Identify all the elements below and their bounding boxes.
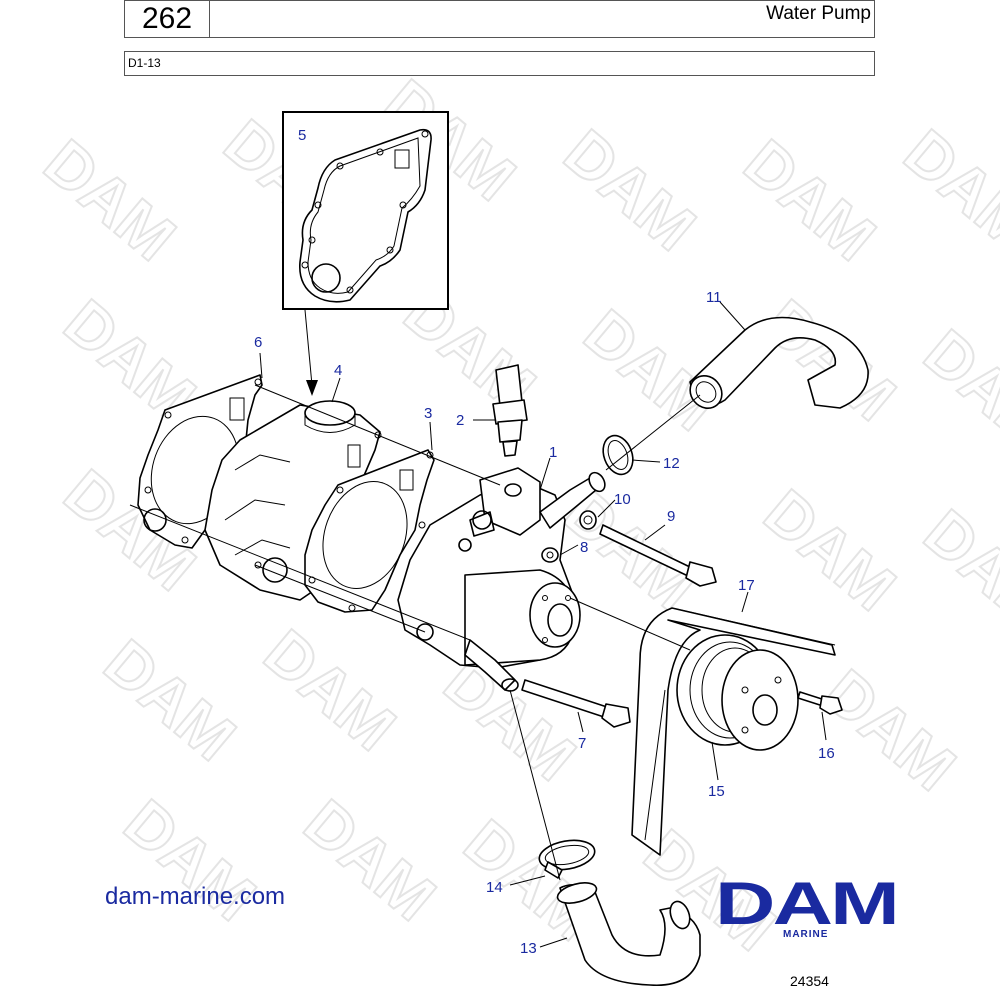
callout-2: 2 xyxy=(456,412,464,429)
fasteners xyxy=(521,510,717,728)
drawing-number: 24354 xyxy=(790,973,829,989)
watermark-text: DAM xyxy=(91,626,249,775)
watermark-text: DAM xyxy=(551,116,709,265)
watermark-text: DAM xyxy=(431,646,589,795)
model-box: D1-13 xyxy=(124,51,875,76)
watermark-text: DAM xyxy=(911,316,1000,465)
pulley-bolt xyxy=(797,691,843,715)
watermark-text: DAM xyxy=(751,476,909,625)
callout-14: 14 xyxy=(486,879,503,896)
watermark-text: DAM xyxy=(111,786,269,935)
model-code: D1-13 xyxy=(128,56,161,70)
callout-6: 6 xyxy=(254,334,262,351)
upper-hose xyxy=(689,316,869,410)
brand-logo: DAM xyxy=(715,870,899,942)
logo-subtext: MARINE xyxy=(783,929,829,940)
lower-hose xyxy=(556,882,701,987)
watermark-text: DAM xyxy=(891,116,1000,265)
callout-5: 5 xyxy=(298,127,306,144)
pump-body xyxy=(397,467,606,692)
watermark-text: DAM xyxy=(31,126,189,275)
title-box: Water Pump xyxy=(209,0,875,38)
assembly-lines xyxy=(129,384,701,881)
page-title: Water Pump xyxy=(766,3,871,24)
callout-leaders xyxy=(259,301,827,948)
watermark-text: DAM xyxy=(731,126,889,275)
page-number-box: 262 xyxy=(124,0,210,38)
drive-belt xyxy=(631,607,836,856)
gasket-middle xyxy=(304,449,435,613)
logo-text: DAM xyxy=(715,872,897,937)
callout-13: 13 xyxy=(520,940,537,957)
callout-17: 17 xyxy=(738,577,755,594)
temperature-sender xyxy=(492,364,528,457)
callout-16: 16 xyxy=(818,745,835,762)
callout-9: 9 xyxy=(667,508,675,525)
website-link[interactable]: dam-marine.com xyxy=(105,883,286,910)
gasket-inset xyxy=(282,111,449,310)
watermark-text: DAM xyxy=(911,496,1000,645)
watermark-text: DAM xyxy=(751,286,909,435)
callout-3: 3 xyxy=(424,405,432,422)
logo-svg: DAM xyxy=(715,870,899,937)
watermark-text: DAM xyxy=(811,656,969,805)
hose-clamp-lower xyxy=(538,839,596,879)
pulley xyxy=(676,634,799,751)
page-number: 262 xyxy=(141,2,193,35)
callout-4: 4 xyxy=(334,362,342,379)
callout-12: 12 xyxy=(663,455,680,472)
callout-10: 10 xyxy=(614,491,631,508)
hose-clamp-upper xyxy=(602,434,634,476)
callout-8: 8 xyxy=(580,539,588,556)
watermark-text: DAM xyxy=(291,786,449,935)
callout-15: 15 xyxy=(708,783,725,800)
callout-1: 1 xyxy=(549,444,557,461)
callout-11: 11 xyxy=(706,289,722,306)
watermark-text: DAM xyxy=(251,616,409,765)
callout-labels: 1 2 3 4 5 6 7 8 9 10 11 12 13 14 15 16 1… xyxy=(254,127,835,957)
callout-7: 7 xyxy=(578,735,586,752)
